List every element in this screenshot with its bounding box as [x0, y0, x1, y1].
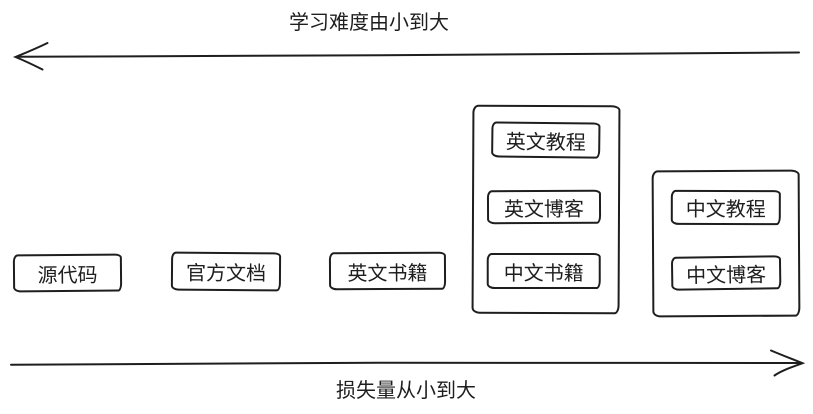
box-chinese-tutorials-label: 中文教程 [685, 198, 766, 222]
difficulty-axis-label: 学习难度由小到大 [289, 12, 449, 34]
box-chinese-books-label: 中文书籍 [503, 262, 584, 285]
box-source-code-label: 源代码 [37, 264, 98, 287]
box-chinese-blogs-label: 中文博客 [686, 263, 767, 288]
box-english-books: 英文书籍 [328, 251, 447, 291]
box-english-blogs: 英文博客 [486, 189, 602, 225]
box-english-blogs-label: 英文博客 [503, 198, 585, 221]
box-official-docs: 官方文档 [170, 251, 282, 292]
loss-axis-label: 损失量从小到大 [336, 380, 476, 402]
difficulty-left-arrow [12, 42, 800, 71]
box-chinese-blogs: 中文博客 [670, 255, 782, 291]
box-chinese-tutorials: 中文教程 [670, 189, 781, 226]
box-english-tutorials: 英文教程 [491, 121, 601, 159]
box-english-books-label: 英文书籍 [347, 262, 428, 285]
box-official-docs-label: 官方文档 [185, 262, 267, 286]
box-source-code: 源代码 [12, 253, 123, 293]
box-chinese-books: 中文书籍 [486, 252, 601, 290]
box-english-tutorials-label: 英文教程 [505, 131, 586, 154]
loss-right-arrow [10, 349, 806, 377]
group-medium-difficulty: 英文教程 英文博客 中文书籍 [471, 104, 621, 315]
group-easy-difficulty: 中文教程 中文博客 [651, 169, 801, 318]
